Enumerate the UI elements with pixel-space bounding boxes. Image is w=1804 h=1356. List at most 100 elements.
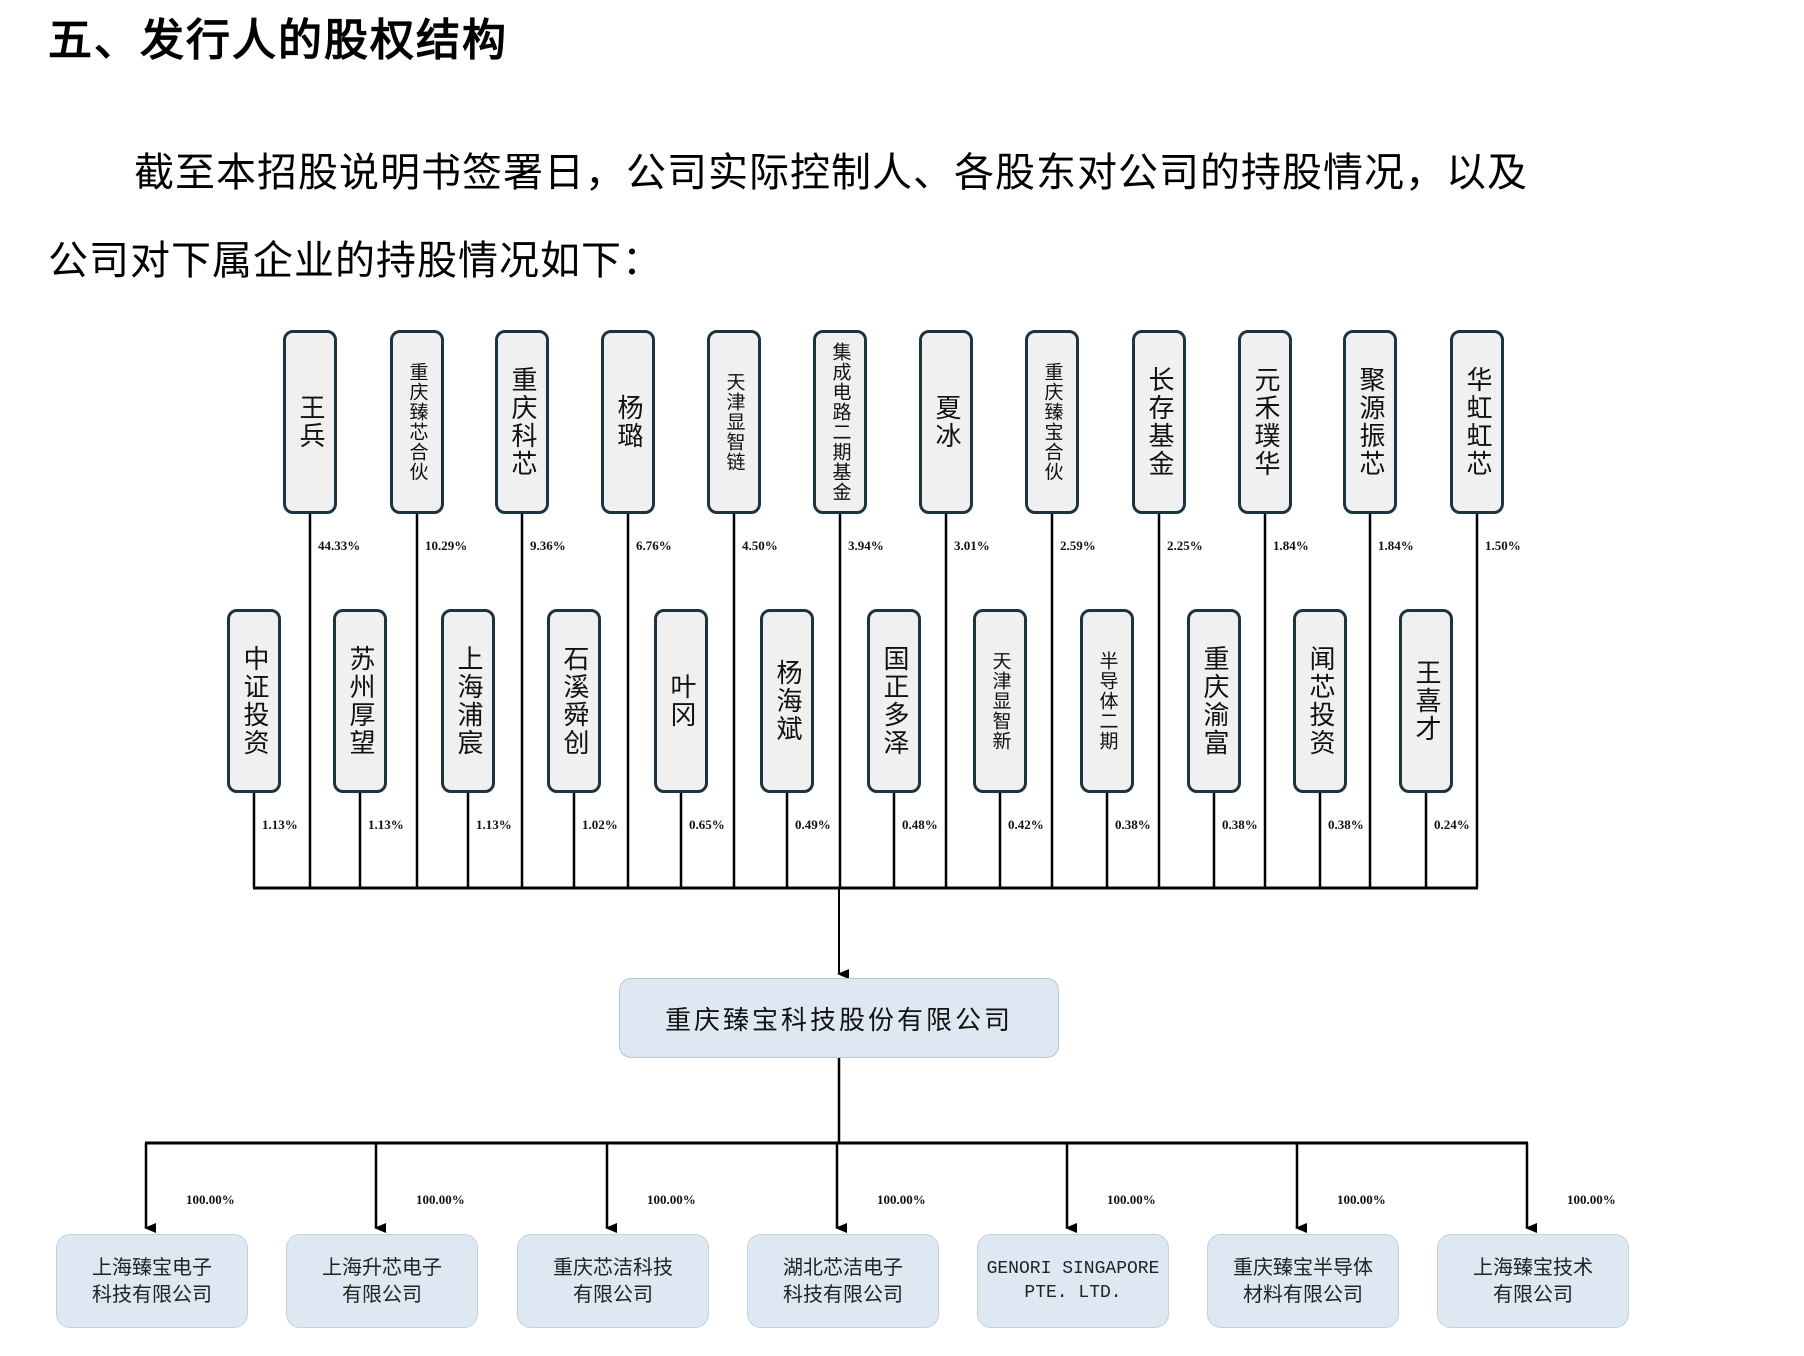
subsidiary-box: 上海臻宝技术有限公司 — [1437, 1234, 1629, 1328]
shareholder-name: 半导体二期 — [1096, 651, 1119, 751]
shareholder-box: 王喜才 — [1399, 609, 1453, 793]
shareholder-box: 夏冰 — [919, 330, 973, 514]
shareholding-percentage: 0.38% — [1328, 817, 1364, 832]
shareholder-box: 王兵 — [283, 330, 337, 514]
shareholder-box: 长存基金 — [1132, 330, 1186, 514]
shareholding-percentage: 10.29% — [425, 538, 468, 553]
shareholder-box: 聚源振芯 — [1343, 330, 1397, 514]
subsidiary-name-line1: 上海升芯电子 — [322, 1255, 442, 1279]
shareholder-name: 聚源振芯 — [1355, 366, 1385, 478]
shareholding-percentage: 0.42% — [1008, 817, 1044, 832]
shareholder-name: 叶冈 — [666, 673, 696, 729]
subsidiary-name-line2: 有限公司 — [573, 1282, 653, 1306]
shareholder-name: 石溪舜创 — [559, 645, 589, 757]
shareholder-name: 中证投资 — [239, 645, 269, 757]
shareholder-box: 重庆渝富 — [1187, 609, 1241, 793]
shareholding-percentage: 1.02% — [582, 817, 618, 832]
subsidiary-percentage: 100.00% — [1337, 1192, 1386, 1207]
shareholder-box: 集成电路二期基金 — [813, 330, 867, 514]
shareholder-box: 杨璐 — [601, 330, 655, 514]
shareholder-name: 上海浦宸 — [453, 645, 483, 757]
shareholder-box: 重庆臻宝合伙 — [1025, 330, 1079, 514]
shareholding-percentage: 0.38% — [1115, 817, 1151, 832]
subsidiary-name-line1: 重庆芯洁科技 — [553, 1255, 673, 1279]
subsidiary-name-line1: 湖北芯洁电子 — [783, 1255, 903, 1279]
shareholder-name: 杨海斌 — [772, 659, 802, 743]
shareholder-box: 石溪舜创 — [547, 609, 601, 793]
subsidiary-percentage: 100.00% — [647, 1192, 696, 1207]
shareholder-name: 重庆渝富 — [1199, 645, 1229, 757]
shareholding-percentage: 0.24% — [1434, 817, 1470, 832]
shareholding-percentage: 0.38% — [1222, 817, 1258, 832]
intro-paragraph-line-1: 截至本招股说明书签署日，公司实际控制人、各股东对公司的持股情况，以及 — [134, 150, 1528, 196]
intro-paragraph-line-2: 公司对下属企业的持股情况如下： — [48, 238, 663, 284]
shareholder-box: 半导体二期 — [1080, 609, 1134, 793]
subsidiary-name-line1: 上海臻宝技术 — [1473, 1255, 1593, 1279]
subsidiary-percentage: 100.00% — [1567, 1192, 1616, 1207]
shareholder-name: 国正多泽 — [879, 645, 909, 757]
shareholding-percentage: 0.48% — [902, 817, 938, 832]
shareholder-name: 夏冰 — [931, 394, 961, 450]
shareholder-name: 王兵 — [295, 394, 325, 450]
shareholder-name: 重庆臻芯合伙 — [406, 362, 429, 482]
shareholding-percentage: 2.59% — [1060, 538, 1096, 553]
subsidiary-percentage: 100.00% — [1107, 1192, 1156, 1207]
shareholder-box: 中证投资 — [227, 609, 281, 793]
shareholder-name: 杨璐 — [613, 394, 643, 450]
subsidiary-box: 重庆芯洁科技有限公司 — [517, 1234, 709, 1328]
shareholder-box: 上海浦宸 — [441, 609, 495, 793]
subsidiary-box: 上海臻宝电子科技有限公司 — [56, 1234, 248, 1328]
subsidiary-name-line2: 材料有限公司 — [1243, 1282, 1363, 1306]
shareholding-percentage: 1.13% — [262, 817, 298, 832]
shareholding-percentage: 6.76% — [636, 538, 672, 553]
subsidiary-box: GENORI SINGAPORE PTE. LTD. — [977, 1234, 1169, 1328]
shareholder-box: 元禾璞华 — [1238, 330, 1292, 514]
subsidiary-name-line2: 有限公司 — [342, 1282, 422, 1306]
subsidiary-name-line2: 科技有限公司 — [783, 1282, 903, 1306]
shareholding-percentage: 3.94% — [848, 538, 884, 553]
shareholder-box: 叶冈 — [654, 609, 708, 793]
shareholding-percentage: 1.84% — [1378, 538, 1414, 553]
shareholder-name: 天津显智新 — [989, 651, 1012, 751]
shareholder-name: 元禾璞华 — [1250, 366, 1280, 478]
shareholder-name: 重庆臻宝合伙 — [1041, 362, 1064, 482]
shareholding-percentage: 1.13% — [476, 817, 512, 832]
subsidiary-percentage: 100.00% — [877, 1192, 926, 1207]
subsidiary-name-line1: GENORI SINGAPORE — [986, 1258, 1160, 1279]
subsidiary-name-line2: 科技有限公司 — [92, 1282, 212, 1306]
shareholder-name: 华虹虹芯 — [1462, 366, 1492, 478]
shareholder-box: 重庆科芯 — [495, 330, 549, 514]
shareholding-percentage: 4.50% — [742, 538, 778, 553]
shareholder-name: 王喜才 — [1411, 659, 1441, 743]
subsidiary-name-line2: 有限公司 — [1493, 1282, 1573, 1306]
subsidiary-percentage: 100.00% — [186, 1192, 235, 1207]
shareholding-percentage: 1.84% — [1273, 538, 1309, 553]
shareholding-percentage: 2.25% — [1167, 538, 1203, 553]
subsidiary-box: 重庆臻宝半导体材料有限公司 — [1207, 1234, 1399, 1328]
subsidiary-name-line1: 重庆臻宝半导体 — [1233, 1255, 1373, 1279]
subsidiary-name-line1: 上海臻宝电子 — [92, 1255, 212, 1279]
subsidiary-name-line2: PTE. LTD. — [1024, 1283, 1122, 1303]
shareholding-percentage: 0.65% — [689, 817, 725, 832]
shareholder-name: 天津显智链 — [723, 372, 746, 472]
shareholder-box: 苏州厚望 — [333, 609, 387, 793]
section-heading: 五、发行人的股权结构 — [48, 15, 508, 66]
subsidiary-percentage: 100.00% — [416, 1192, 465, 1207]
shareholding-percentage: 9.36% — [530, 538, 566, 553]
shareholder-box: 重庆臻芯合伙 — [390, 330, 444, 514]
shareholder-box: 国正多泽 — [867, 609, 921, 793]
shareholding-percentage: 0.49% — [795, 817, 831, 832]
shareholding-percentage: 44.33% — [318, 538, 361, 553]
issuer-company-box: 重庆臻宝科技股份有限公司 — [619, 978, 1059, 1058]
shareholder-name: 重庆科芯 — [507, 366, 537, 478]
shareholder-box: 闻芯投资 — [1293, 609, 1347, 793]
shareholder-name: 长存基金 — [1144, 366, 1174, 478]
shareholding-percentage: 1.13% — [368, 817, 404, 832]
subsidiary-box: 上海升芯电子有限公司 — [286, 1234, 478, 1328]
shareholding-percentage: 1.50% — [1485, 538, 1521, 553]
shareholder-name: 苏州厚望 — [345, 645, 375, 757]
shareholder-name: 闻芯投资 — [1305, 645, 1335, 757]
shareholding-percentage: 3.01% — [954, 538, 990, 553]
shareholder-box: 天津显智新 — [973, 609, 1027, 793]
